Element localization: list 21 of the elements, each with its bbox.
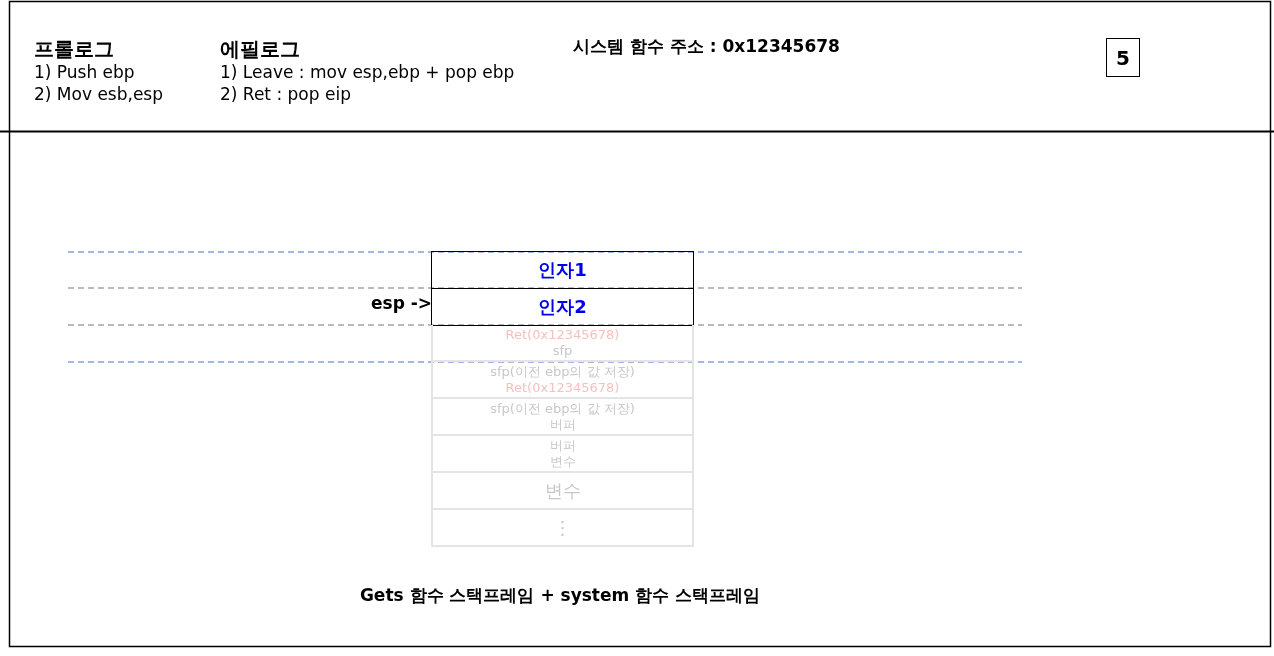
- heading: 프롤로그: [34, 36, 114, 63]
- caption: Gets 함수 스택프레임 + system 함수 스택프레임: [358, 584, 762, 607]
- heading: 에필로그: [220, 36, 300, 63]
- cell-text: ⋮: [553, 516, 572, 539]
- stack-cell: 인자2: [431, 289, 694, 326]
- faded-stack-cell: [431, 362, 694, 399]
- text-line: 1) Push ebp: [34, 62, 135, 82]
- cell-text: Ret(0x12345678): [505, 379, 620, 396]
- text-line: 2) Ret : pop eip: [220, 84, 351, 104]
- text-line: 1) Leave : mov esp,ebp + pop ebp: [220, 62, 515, 82]
- cell-text: Ret(0x12345678): [505, 326, 620, 343]
- faded-stack-cell: [431, 510, 694, 547]
- text-line: 2) Mov esb,esp: [34, 84, 163, 104]
- faded-stack-cell: [431, 325, 694, 362]
- page-number-box: 5: [1106, 38, 1140, 77]
- heading: 시스템 함수 주소 : 0x12345678: [573, 35, 840, 58]
- faded-stack-cell: [431, 436, 694, 473]
- stack-cell: 인자1: [431, 251, 694, 289]
- pointer-label: esp ->: [371, 293, 433, 313]
- faded-stack-cell: [431, 399, 694, 436]
- faded-stack-cell: [431, 473, 694, 510]
